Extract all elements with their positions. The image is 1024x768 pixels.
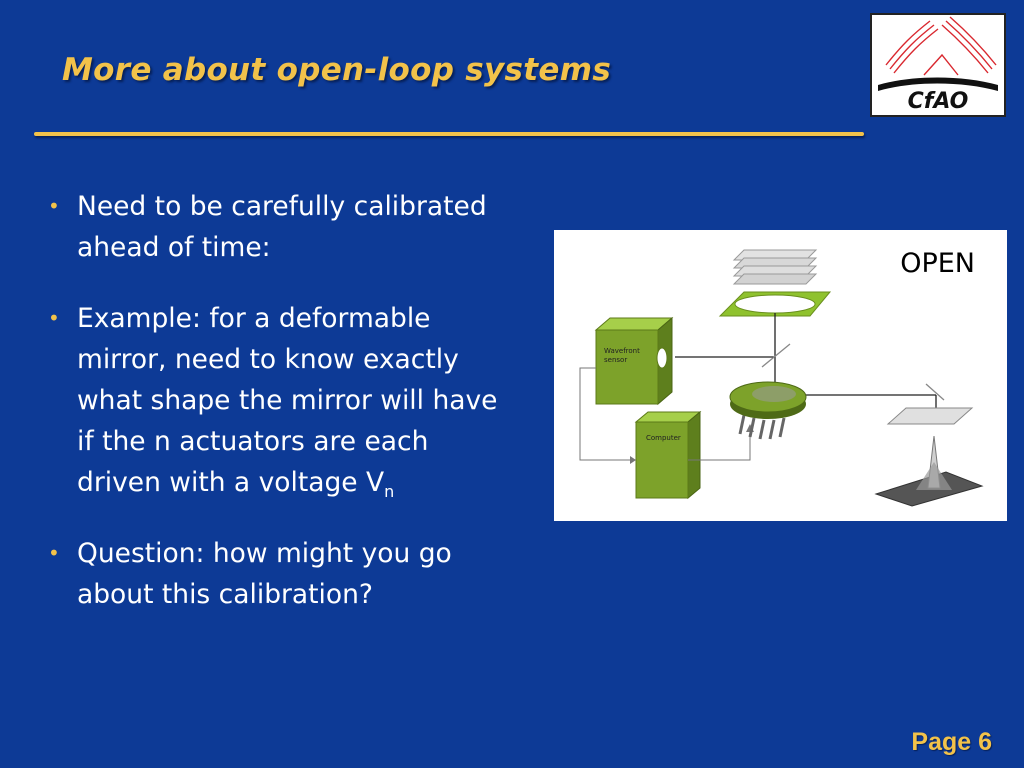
cfao-logo-text: CfAO [908,89,969,114]
open-loop-diagram: Wavefront sensor Computer [554,230,1007,521]
detector-plate [886,407,974,425]
light-path [675,313,945,418]
computer: Computer [634,410,702,500]
bullet-marker: • [48,541,60,565]
bullet-text: Need to be carefully calibrated ahead of… [77,191,487,263]
bullet-marker: • [48,306,60,330]
bullet-subscript: n [384,482,395,501]
title-underline [34,132,864,136]
cfao-logo: CfAO [870,13,1006,117]
bullet-item: • Need to be carefully calibrated ahead … [48,186,518,268]
bullet-item: • Question: how might you go about this … [48,533,518,615]
bullet-text: Question: how might you go about this ca… [77,538,452,610]
wavefront-sensor: Wavefront sensor [594,316,674,406]
open-label: OPEN [900,248,975,279]
wavefront-sensor-label-2: sensor [604,356,627,364]
slide-title: More about open-loop systems [62,52,612,88]
bullet-item: • Example: for a deformable mirror, need… [48,298,518,503]
telescope-aperture [718,291,832,317]
point-spread-function [874,435,984,507]
turbulence-layers [732,249,818,285]
page-number: Page 6 [911,728,992,756]
deformable-mirror [729,381,807,440]
cfao-logo-graphic: CfAO [878,16,998,114]
control-wiring [579,367,751,461]
computer-label: Computer [646,434,681,442]
wavefront-sensor-label: Wavefront [604,347,640,355]
bullet-marker: • [48,194,60,218]
bullet-text: Example: for a deformable mirror, need t… [77,303,498,498]
bullet-list: • Need to be carefully calibrated ahead … [48,186,518,645]
open-loop-diagram-graphic: Wavefront sensor Computer [579,249,984,507]
